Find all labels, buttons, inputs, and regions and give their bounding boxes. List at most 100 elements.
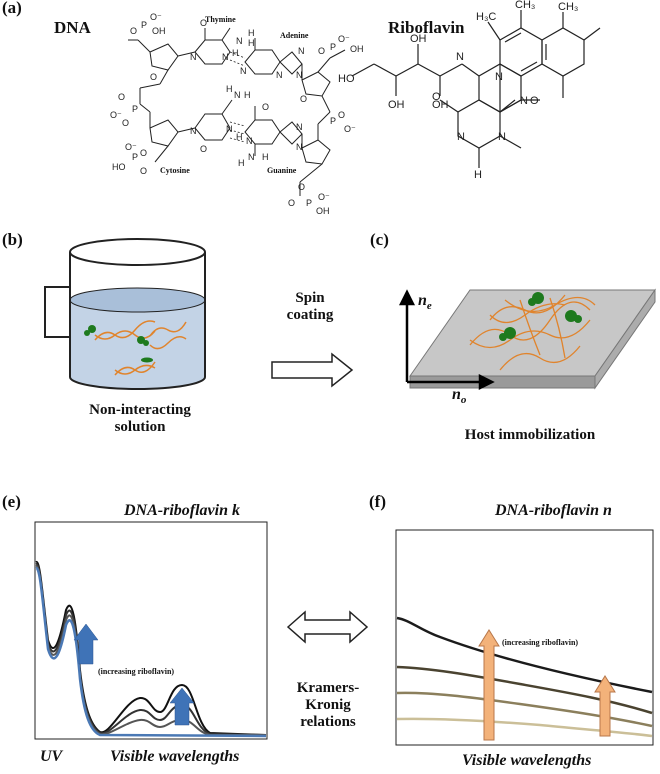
immobilized-dna (469, 294, 596, 371)
dna-title: DNA (54, 18, 91, 37)
svg-text:O⁻: O⁻ (110, 110, 122, 120)
svg-text:N: N (520, 95, 528, 107)
beaker-rim (69, 238, 206, 266)
svg-text:N: N (296, 142, 303, 152)
svg-text:O⁻: O⁻ (318, 192, 330, 202)
guanine-label: Guanine (267, 166, 297, 175)
chart-f-annotation: (increasing riboflavin) (502, 638, 579, 647)
svg-text:N: N (296, 70, 303, 80)
spin-coating-line1: Spin (295, 290, 325, 306)
svg-text:N: N (298, 46, 305, 56)
spin-coating-label: Spin coating (270, 290, 350, 324)
svg-text:OH: OH (350, 44, 364, 54)
panel-c-label: (c) (370, 230, 389, 249)
svg-text:H: H (262, 152, 269, 162)
spin-coating-line2: coating (286, 307, 334, 323)
hydrogen-bonds (229, 51, 246, 143)
svg-text:N: N (495, 71, 503, 83)
axis-no-main: n (452, 386, 461, 403)
cytosine-label: Cytosine (160, 166, 190, 175)
chart-e-curves (34, 560, 267, 738)
svg-text:N: N (246, 136, 253, 146)
axis-ne-label: ne (418, 292, 432, 312)
svg-text:O: O (150, 72, 157, 82)
substrate-slab (409, 289, 656, 377)
svg-text:HO: HO (112, 162, 126, 172)
svg-text:N: N (226, 124, 233, 134)
svg-text:O: O (130, 26, 137, 36)
chart-e-annotation: (increasing riboflavin) (98, 667, 175, 676)
beaker-caption-line1: Non-interacting (89, 402, 191, 418)
svg-text:N: N (222, 52, 229, 62)
svg-text:H₃C: H₃C (476, 11, 496, 23)
svg-text:O: O (288, 198, 295, 208)
svg-text:O: O (140, 148, 147, 158)
beaker-liquid (70, 300, 205, 389)
svg-text:H: H (238, 158, 245, 168)
adenine-label: Adenine (280, 31, 309, 40)
svg-text:CH₃: CH₃ (515, 0, 535, 11)
svg-text:OH: OH (388, 99, 405, 111)
svg-text:N: N (456, 51, 464, 63)
svg-text:O⁻: O⁻ (150, 12, 162, 22)
svg-text:N: N (234, 90, 241, 100)
svg-text:O: O (338, 110, 345, 120)
chart-f-visible-label: Visible wavelengths (462, 752, 592, 769)
svg-text:N: N (296, 122, 303, 132)
svg-text:H: H (236, 132, 243, 142)
svg-text:CH₃: CH₃ (558, 1, 578, 13)
panel-f-label: (f) (369, 492, 386, 511)
beaker-handle (44, 286, 70, 338)
svg-text:P: P (132, 104, 138, 114)
chart-e-frame (34, 521, 268, 740)
svg-text:N: N (190, 52, 197, 62)
panel-a-label: (a) (2, 0, 22, 17)
svg-text:OH: OH (316, 206, 330, 216)
svg-text:P: P (330, 116, 336, 126)
panel-e-label: (e) (2, 492, 21, 511)
axis-no-label: no (452, 386, 466, 406)
svg-text:N: N (240, 66, 247, 76)
kramers-kronig-label: Kramers- Kronig relations (278, 680, 378, 731)
beaker-caption: Non-interacting solution (40, 402, 240, 436)
riboflavin-title: Riboflavin (388, 18, 465, 37)
svg-text:O⁻: O⁻ (338, 34, 350, 44)
axis-ne-main: n (418, 292, 427, 309)
svg-text:O: O (300, 94, 307, 104)
kk-line3: relations (300, 714, 356, 730)
svg-text:OH: OH (152, 26, 166, 36)
dna-helix-icons (94, 320, 187, 376)
host-immobilization-caption: Host immobilization (464, 427, 596, 443)
kk-line1: Kramers- (296, 680, 360, 696)
svg-text:P: P (330, 42, 336, 52)
svg-text:N: N (190, 126, 197, 136)
svg-text:H: H (244, 90, 251, 100)
beaker-caption-line2: solution (114, 419, 166, 435)
immobilized-riboflavin (499, 292, 582, 341)
chart-e-uv-label: UV (40, 748, 63, 765)
svg-text:O: O (318, 46, 325, 56)
svg-text:N: N (248, 152, 255, 162)
svg-text:O: O (122, 118, 129, 128)
svg-text:O: O (118, 92, 125, 102)
svg-text:O: O (262, 102, 269, 112)
svg-text:H: H (248, 38, 255, 48)
svg-text:N: N (276, 70, 283, 80)
svg-text:O⁻: O⁻ (125, 142, 137, 152)
svg-text:N: N (457, 131, 465, 143)
svg-text:O⁻: O⁻ (344, 124, 356, 134)
svg-text:P: P (306, 198, 312, 208)
svg-text:O: O (432, 91, 441, 103)
axes-arrows (398, 289, 495, 391)
chart-f-title: DNA-riboflavin n (495, 502, 612, 519)
axis-no-subscript: o (460, 394, 467, 407)
kk-line2: Kronig (305, 697, 351, 713)
